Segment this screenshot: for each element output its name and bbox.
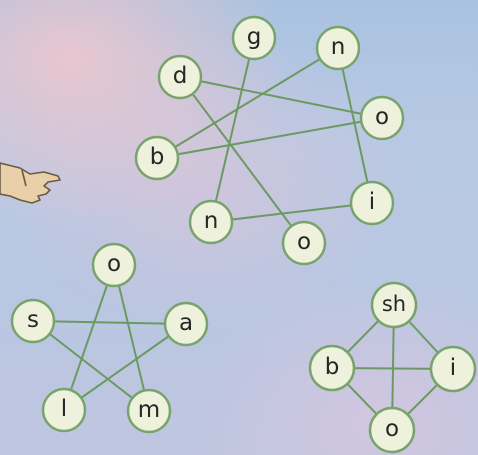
letter-circle-top-right-g: g <box>233 17 275 59</box>
letter-label: l <box>61 396 67 422</box>
connector-bottom-left-a-l <box>64 324 186 410</box>
letter-label: d <box>173 63 188 89</box>
letter-label: sh <box>382 292 406 316</box>
letter-circle-top-right-n2: n <box>190 201 232 243</box>
connector-bottom-left-o-l <box>64 265 114 410</box>
letter-circle-bottom-right-i: i <box>431 347 475 391</box>
letter-circle-bottom-right-o: o <box>370 408 414 452</box>
letter-circle-bottom-right-sh: sh <box>372 283 416 327</box>
letter-label: b <box>325 354 340 380</box>
letter-circle-bottom-left-l: l <box>43 389 85 431</box>
letter-circle-top-right-o1: o <box>361 97 403 139</box>
letter-label: g <box>247 24 262 50</box>
letter-label: i <box>369 189 375 215</box>
letter-label: s <box>27 307 39 333</box>
letter-label: n <box>331 34 346 60</box>
pointing-hand-icon <box>0 163 60 203</box>
letter-circle-top-right-o2: o <box>283 222 325 264</box>
letter-circle-bottom-left-o: o <box>93 244 135 286</box>
letter-circle-top-right-b: b <box>136 137 178 179</box>
letter-circle-bottom-left-a: a <box>165 303 207 345</box>
letter-circle-top-right-d: d <box>159 56 201 98</box>
letter-circle-bottom-left-s: s <box>12 300 54 342</box>
connector-top-right-n2-i <box>211 203 372 222</box>
letter-label: n <box>204 208 219 234</box>
letter-circle-top-right-i: i <box>351 182 393 224</box>
letter-label: o <box>385 416 399 442</box>
letter-label: a <box>179 310 193 336</box>
connector-bottom-left-s-a <box>33 321 186 324</box>
connector-top-right-g-n2 <box>211 38 254 222</box>
letter-label: b <box>150 144 165 170</box>
letter-label: m <box>138 397 160 423</box>
letter-label: o <box>375 104 389 130</box>
letter-circle-bottom-right-b: b <box>310 346 354 390</box>
letter-label: i <box>450 355 456 381</box>
letter-circle-bottom-left-m: m <box>128 390 170 432</box>
letter-circle-top-right-n1: n <box>317 27 359 69</box>
letter-label: o <box>107 251 121 277</box>
letter-label: o <box>297 229 311 255</box>
